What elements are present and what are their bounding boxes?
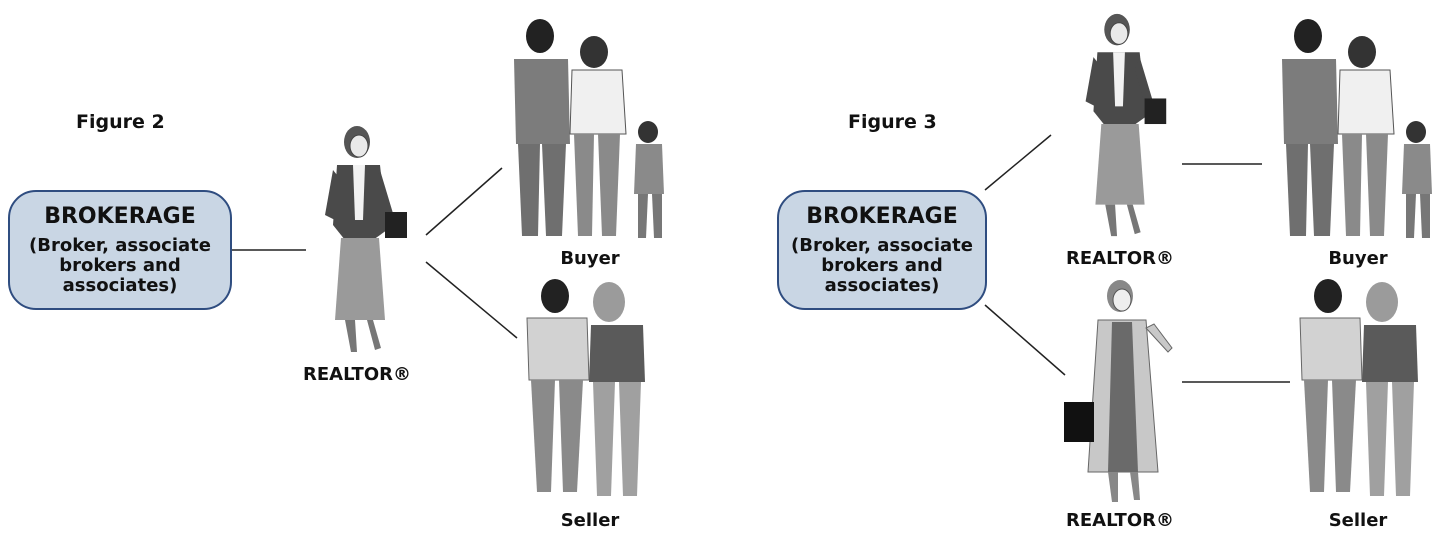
realtor-label-fig3-top: REALTOR® [1065, 248, 1175, 269]
connector-brokerage-realtor-bottom-fig3 [984, 304, 1066, 376]
brokerage-title: BROKERAGE [806, 204, 958, 229]
figure-2-title: Figure 2 [76, 111, 165, 133]
brokerage-box-fig3: BROKERAGE (Broker, associate brokers and… [777, 190, 987, 310]
figure-3-title: Figure 3 [848, 111, 937, 133]
realtor-woman-illustration [1085, 13, 1167, 237]
seller-label-fig2: Seller [560, 510, 620, 531]
brokerage-subtitle: (Broker, associate brokers and associate… [791, 235, 973, 296]
brokerage-box-fig2: BROKERAGE (Broker, associate brokers and… [8, 190, 232, 310]
seller-couple-illustration [1299, 279, 1418, 496]
realtor-woman-coat-illustration [1064, 280, 1173, 502]
realtor-label-fig2: REALTOR® [302, 364, 412, 385]
buyer-label-fig2: Buyer [560, 248, 620, 269]
realtor-label-fig3-bottom: REALTOR® [1065, 510, 1175, 531]
seller-couple-illustration [526, 279, 645, 496]
brokerage-title: BROKERAGE [44, 204, 196, 229]
connector-realtor-seller-fig2 [425, 261, 518, 339]
realtor-woman-illustration [325, 126, 407, 352]
brokerage-subtitle: (Broker, associate brokers and associate… [29, 235, 211, 296]
connector-brokerage-realtor-top-fig3 [984, 134, 1052, 191]
buyer-family-illustration [1282, 19, 1432, 238]
buyer-label-fig3: Buyer [1328, 248, 1388, 269]
seller-label-fig3: Seller [1328, 510, 1388, 531]
buyer-family-illustration [514, 19, 664, 238]
connector-realtor-buyer-fig2 [425, 167, 503, 236]
